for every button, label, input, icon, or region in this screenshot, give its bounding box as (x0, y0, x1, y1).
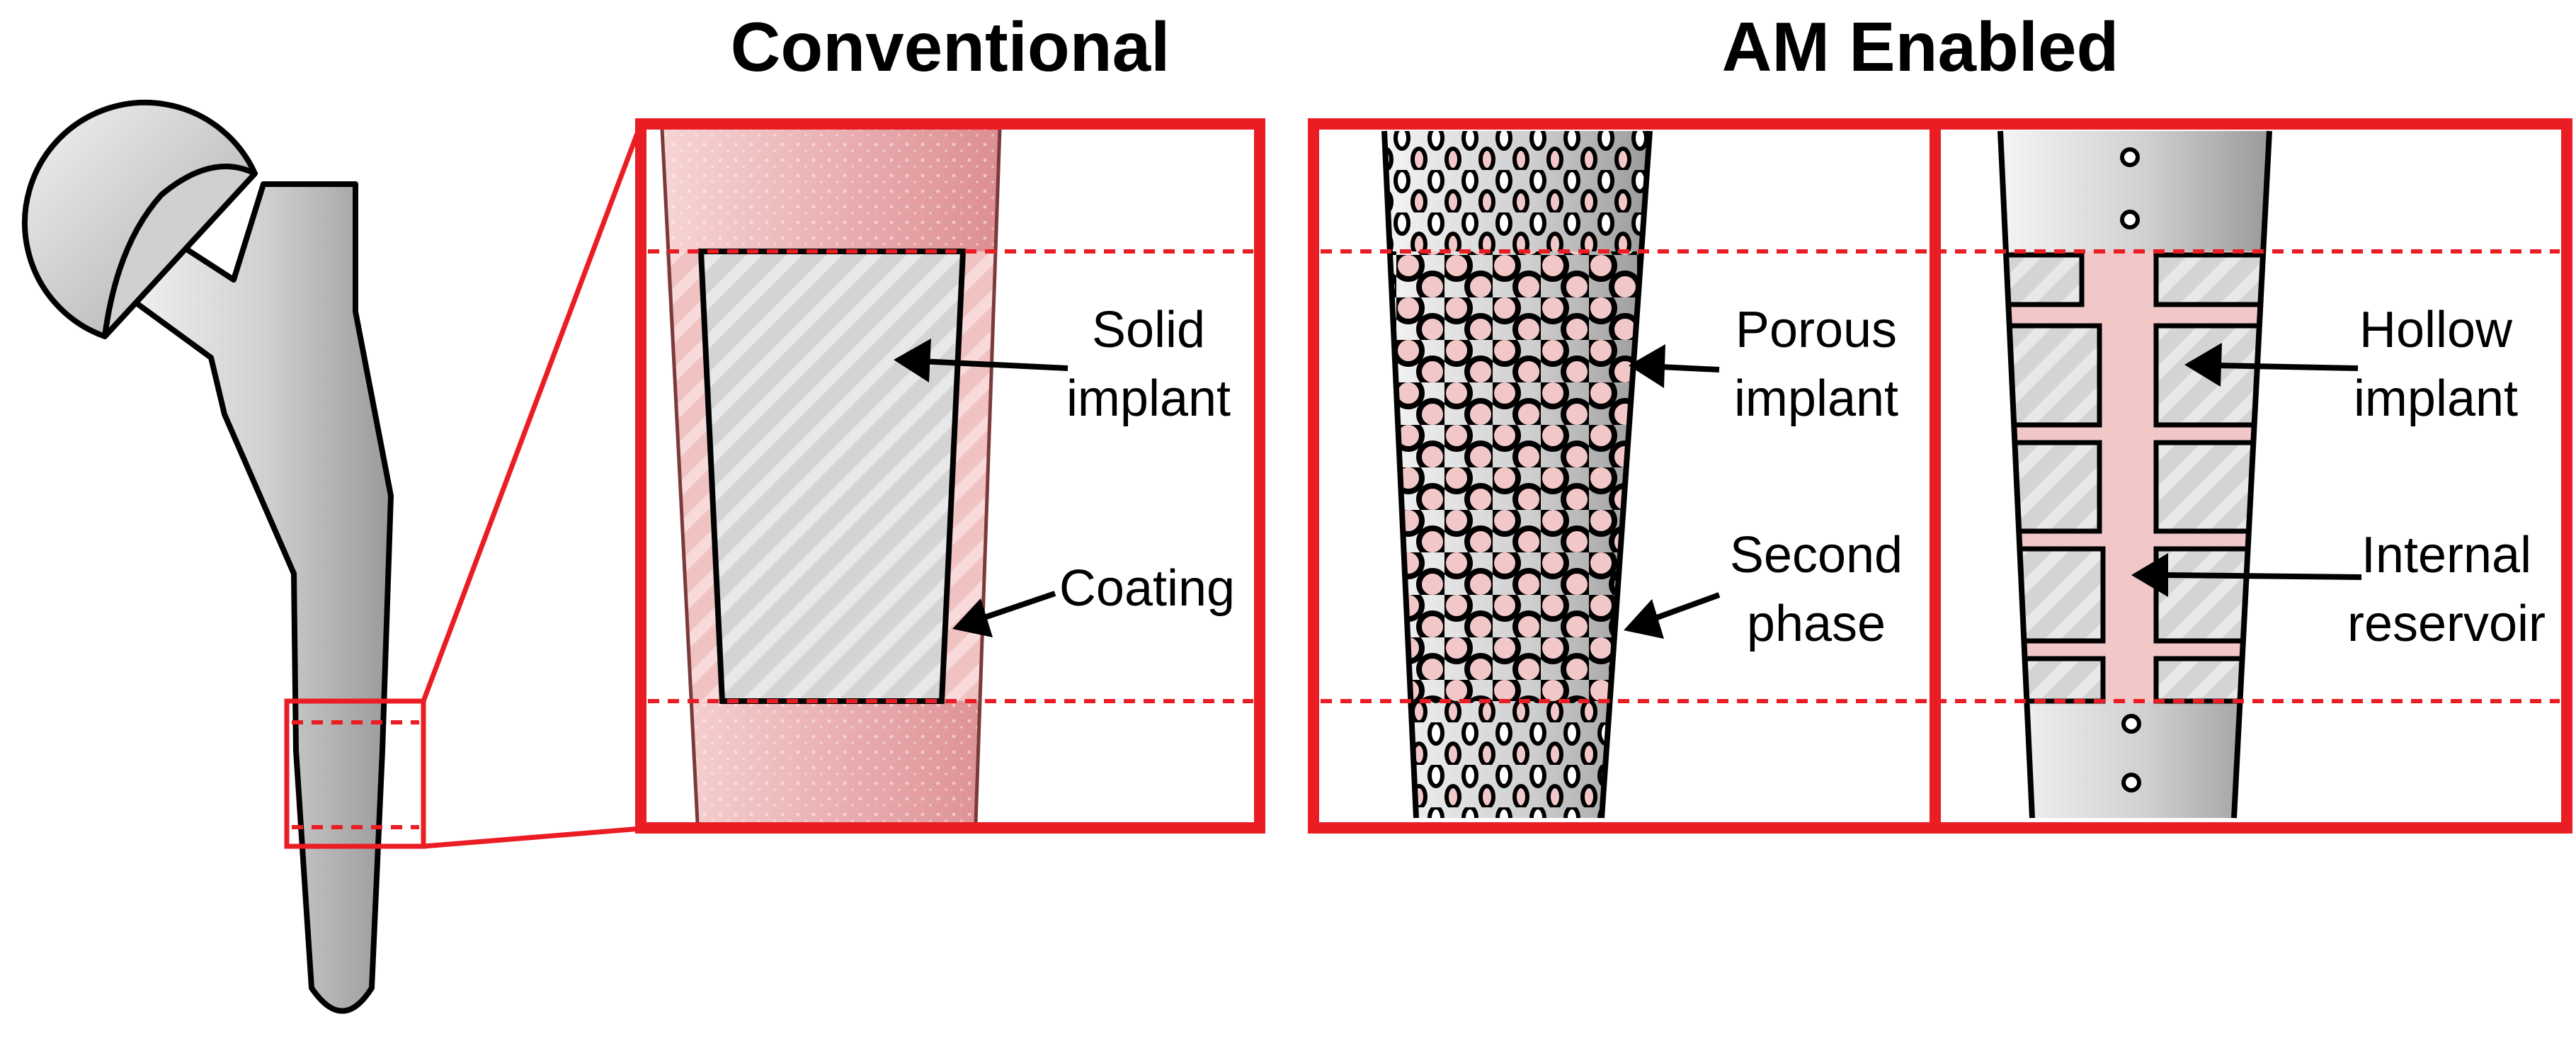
label-hollow-implant: Hollow implant (2184, 302, 2518, 427)
panel-conventional (660, 129, 1002, 823)
conventional-solid-core (697, 249, 967, 704)
zoom-connector-bottom (423, 826, 642, 849)
label-porous-line1: Porous (1736, 302, 1897, 358)
label-reservoir-line2: reservoir (2347, 596, 2546, 652)
title-conventional: Conventional (731, 8, 1170, 86)
arrowhead-reservoir (2131, 553, 2168, 597)
implant-stem (116, 181, 394, 1014)
label-reservoir-line1: Internal (2361, 527, 2531, 584)
implant-neck-cut (102, 164, 258, 339)
panel-hollow (1997, 130, 2272, 819)
panel-porous (1381, 130, 1653, 819)
arrow-hollow (2216, 363, 2359, 371)
title-am-enabled: AM Enabled (1722, 8, 2119, 86)
zoom-region-box (284, 698, 426, 849)
label-second-line1: Second (1730, 527, 1903, 584)
label-hollow-line1: Hollow (2359, 302, 2513, 358)
arrow-solid (920, 358, 1068, 371)
arrow-porous (1660, 364, 1720, 373)
hollow-surface-holes (2120, 147, 2141, 792)
porous-pores-middle (1384, 251, 1650, 701)
hip-implant (22, 99, 426, 1014)
frame-conventional (635, 118, 1265, 834)
label-hollow-line2: implant (2354, 370, 2518, 427)
arrowhead-second (1624, 599, 1664, 639)
label-porous-line2: implant (1734, 370, 1898, 427)
arrowhead-porous (1629, 344, 1665, 388)
label-second-line2: phase (1747, 596, 1886, 652)
arrow-second (1655, 592, 1721, 620)
arrow-coating (983, 591, 1056, 620)
zoom-connector-top (421, 123, 644, 703)
arrowhead-coating (952, 598, 993, 637)
label-solid-line2: implant (1066, 370, 1231, 427)
label-coating-text: Coating (1059, 560, 1235, 617)
label-second-phase: Second phase (1624, 527, 1903, 652)
arrow-reservoir (2162, 572, 2362, 580)
arrowhead-hollow (2184, 343, 2222, 387)
label-solid-line1: Solid (1092, 302, 1205, 358)
label-coating: Coating (952, 560, 1235, 637)
porous-surface-top (1384, 131, 1650, 251)
label-internal-reservoir: Internal reservoir (2131, 527, 2546, 652)
arrowhead-solid (894, 339, 931, 382)
label-porous-implant: Porous implant (1629, 302, 1898, 427)
label-solid-implant: Solid implant (894, 302, 1231, 427)
